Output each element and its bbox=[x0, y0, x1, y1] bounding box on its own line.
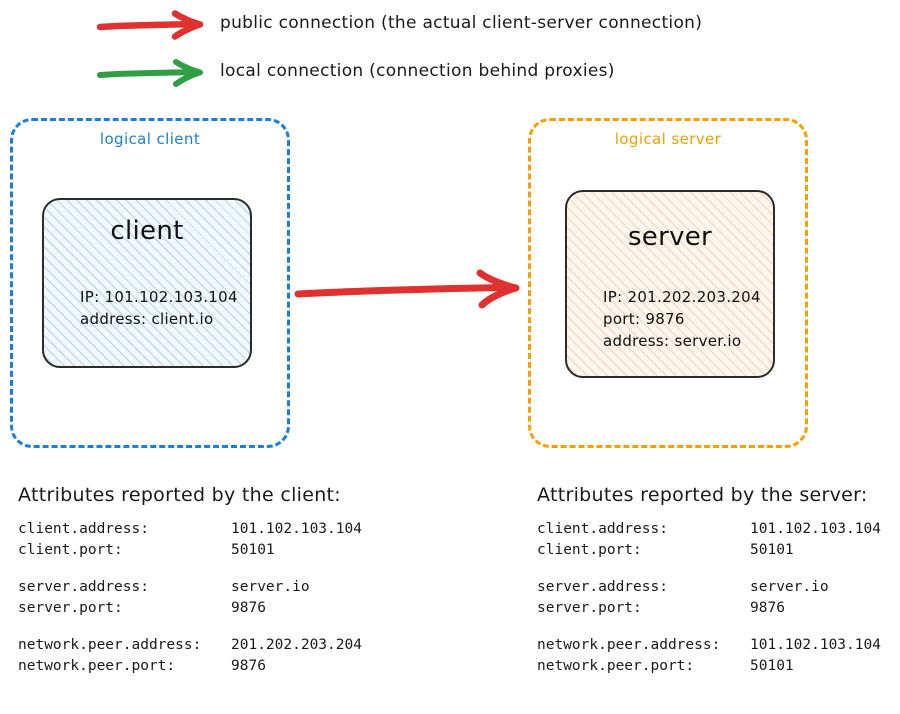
table-row: client.address: 101.102.103.104 bbox=[18, 519, 362, 540]
attr-value: 201.202.203.204 bbox=[231, 637, 362, 653]
server-node: server IP: 201.202.203.204 port: 9876 ad… bbox=[565, 190, 775, 378]
attr-value: 9876 bbox=[231, 600, 266, 616]
attr-key: server.address: bbox=[537, 579, 668, 595]
server-node-title: server bbox=[627, 222, 713, 252]
attr-key: client.port: bbox=[18, 542, 123, 558]
attr-key: network.peer.port: bbox=[18, 658, 176, 674]
attr-value: 9876 bbox=[750, 600, 785, 616]
client-node: client IP: 101.102.103.104 address: clie… bbox=[42, 198, 252, 368]
client-node-details: IP: 101.102.103.104 address: client.io bbox=[80, 286, 238, 330]
attr-value: 50101 bbox=[750, 542, 794, 558]
attr-value: 101.102.103.104 bbox=[750, 521, 881, 537]
client-node-address: address: client.io bbox=[80, 310, 214, 328]
attr-group: network.peer.address: 201.202.203.204 ne… bbox=[18, 635, 362, 677]
attr-key: server.address: bbox=[18, 579, 149, 595]
server-node-address: address: server.io bbox=[603, 332, 742, 350]
server-node-port: port: 9876 bbox=[603, 310, 685, 328]
attr-key: server.port: bbox=[537, 600, 642, 616]
attr-group: client.address: 101.102.103.104 client.p… bbox=[537, 519, 881, 561]
attr-key: client.address: bbox=[18, 521, 149, 537]
table-row: client.address: 101.102.103.104 bbox=[537, 519, 881, 540]
red-arrow-icon bbox=[96, 8, 208, 42]
legend-label-local: local connection (connection behind prox… bbox=[220, 61, 615, 81]
logical-client-container: logical client bbox=[10, 118, 290, 448]
attr-value: 101.102.103.104 bbox=[231, 521, 362, 537]
attr-value: 101.102.103.104 bbox=[750, 637, 881, 653]
table-row: server.address: server.io bbox=[18, 577, 362, 598]
attr-key: client.port: bbox=[537, 542, 642, 558]
attr-value: 9876 bbox=[231, 658, 266, 674]
attr-key: network.peer.port: bbox=[537, 658, 695, 674]
table-row: server.port: 9876 bbox=[18, 598, 362, 619]
table-row: network.peer.address: 101.102.103.104 bbox=[537, 635, 881, 656]
legend-label-public: public connection (the actual client-ser… bbox=[220, 13, 703, 33]
legend: public connection (the actual client-ser… bbox=[0, 0, 900, 105]
attributes-server-heading: Attributes reported by the server: bbox=[537, 484, 868, 506]
server-node-details: IP: 201.202.203.204 port: 9876 address: … bbox=[603, 286, 761, 352]
attr-group: network.peer.address: 101.102.103.104 ne… bbox=[537, 635, 881, 677]
attr-value: 50101 bbox=[231, 542, 275, 558]
client-node-title: client bbox=[110, 216, 184, 246]
table-row: client.port: 50101 bbox=[537, 540, 881, 561]
attr-key: server.port: bbox=[18, 600, 123, 616]
attributes-client-heading: Attributes reported by the client: bbox=[18, 484, 342, 506]
attr-group: server.address: server.io server.port: 9… bbox=[18, 577, 362, 619]
attr-key: network.peer.address: bbox=[18, 637, 202, 653]
table-row: server.address: server.io bbox=[537, 577, 881, 598]
table-row: network.peer.port: 9876 bbox=[18, 656, 362, 677]
attr-group: client.address: 101.102.103.104 client.p… bbox=[18, 519, 362, 561]
logical-client-label: logical client bbox=[99, 130, 201, 148]
table-row: network.peer.address: 201.202.203.204 bbox=[18, 635, 362, 656]
green-arrow-icon bbox=[96, 56, 208, 90]
attr-value: server.io bbox=[750, 579, 829, 595]
public-connection-arrow-icon bbox=[292, 262, 524, 318]
server-node-ip: IP: 201.202.203.204 bbox=[603, 288, 761, 306]
table-row: server.port: 9876 bbox=[537, 598, 881, 619]
attributes-reported-by-client: Attributes reported by the client: clien… bbox=[18, 484, 362, 677]
attr-value: 50101 bbox=[750, 658, 794, 674]
table-row: client.port: 50101 bbox=[18, 540, 362, 561]
attr-key: client.address: bbox=[537, 521, 668, 537]
table-row: network.peer.port: 50101 bbox=[537, 656, 881, 677]
logical-server-container: logical server bbox=[528, 118, 808, 448]
attr-key: network.peer.address: bbox=[537, 637, 721, 653]
logical-server-label: logical server bbox=[614, 130, 722, 148]
client-node-ip: IP: 101.102.103.104 bbox=[80, 288, 238, 306]
attributes-reported-by-server: Attributes reported by the server: clien… bbox=[537, 484, 881, 677]
attr-group: server.address: server.io server.port: 9… bbox=[537, 577, 881, 619]
attr-value: server.io bbox=[231, 579, 310, 595]
